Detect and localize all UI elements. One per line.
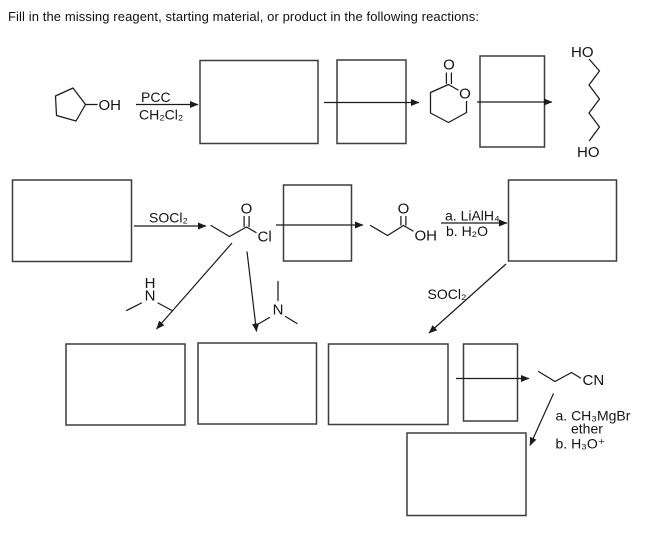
propanoic-acid-structure: O OH (369, 201, 438, 245)
cyclopentane-ring (54, 87, 87, 122)
hydroxyl-label-bottom: HO (577, 144, 600, 161)
solvent-label-ether: ether (571, 421, 603, 437)
arrow-socl2: SOCl₂ (134, 210, 207, 230)
n-methyl-bond (157, 302, 173, 312)
pentanediol-structure: HO HO (571, 44, 601, 161)
answer-box-pcc-product[interactable] (199, 59, 319, 145)
c-oh-bond (402, 224, 414, 232)
ring-oxygen-label: O (459, 86, 471, 103)
n-methyl-bond (125, 302, 143, 312)
carbon-chain (369, 224, 405, 237)
arrow-amine2 (246, 251, 260, 332)
carbonyl-oxygen-label: O (443, 57, 455, 74)
answer-box-reagent-to-nitrile[interactable] (462, 343, 519, 422)
carbon-chain (210, 224, 248, 238)
hydroxyl-label: OH (415, 228, 438, 245)
arrow-lialh4: a. LiAlH₄ b. H₂O (441, 208, 508, 239)
reagent-label-pcc: PCC (141, 89, 171, 105)
answer-box-socl2-starting-material[interactable] (11, 179, 133, 263)
nitrogen-label: N (145, 288, 156, 305)
answer-box-socl2-product[interactable] (327, 343, 449, 426)
answer-box-reagent-to-lactone[interactable] (336, 59, 407, 145)
reagent-label-socl2: SOCl₂ (428, 286, 467, 302)
hydroxyl-label: OH (99, 97, 122, 114)
butanenitrile-structure: CN (537, 370, 605, 389)
carbon-chain (588, 58, 601, 142)
n-methyl-bond (284, 315, 298, 325)
trimethylamine-structure: N (256, 280, 298, 326)
reagent-label-h2o: b. H₂O (446, 223, 488, 239)
ring-bond (447, 83, 459, 91)
solvent-label-ch2cl2: CH₂Cl₂ (139, 107, 183, 123)
arrow-pcc: PCC CH₂Cl₂ (136, 89, 199, 123)
carbonyl-oxygen-label: O (241, 201, 253, 218)
reagent-label-lialh4: a. LiAlH₄ (445, 208, 500, 224)
answer-box-reagent-acylchloride-to-acid[interactable] (282, 184, 353, 262)
answer-box-grignard-product[interactable] (406, 432, 527, 517)
ring-bonds (429, 83, 468, 124)
n-methyl-bond (256, 316, 271, 326)
carbon-chain (537, 370, 582, 383)
cyclopentanol-structure: OH (54, 87, 122, 122)
carbonyl-oxygen-label: O (398, 201, 410, 218)
dimethylamine-structure: H N (125, 275, 173, 312)
arrow-amine1 (156, 242, 233, 330)
answer-box-amide-product-2[interactable] (197, 342, 318, 425)
page-title: Fill in the missing reagent, starting ma… (8, 9, 480, 24)
arrow-socl2-diagonal: SOCl₂ (428, 263, 507, 334)
c-cl-bond (245, 226, 257, 234)
reaction-arrow (428, 263, 507, 334)
chlorine-label: Cl (258, 229, 272, 246)
hydroxyl-label-top: HO (571, 44, 594, 61)
lactone-structure: O O (429, 57, 471, 124)
propanoyl-chloride-structure: O Cl (210, 201, 272, 246)
nitrile-label: CN (583, 372, 605, 389)
reagent-label-h3o: b. H₃O⁺ (556, 436, 606, 452)
reagent-label-ch3mgbr: a. CH₃MgBr (556, 408, 631, 424)
reaction-arrow (529, 393, 555, 446)
arrow-grignard: a. CH₃MgBr ether b. H₃O⁺ (529, 393, 631, 452)
nitrogen-label: N (273, 302, 284, 319)
answer-box-amide-product-1[interactable] (65, 343, 186, 426)
nh-hydrogen-label: H (145, 275, 156, 292)
answer-box-lialh4-product[interactable] (507, 179, 618, 262)
reagent-label-socl2: SOCl₂ (149, 210, 188, 226)
